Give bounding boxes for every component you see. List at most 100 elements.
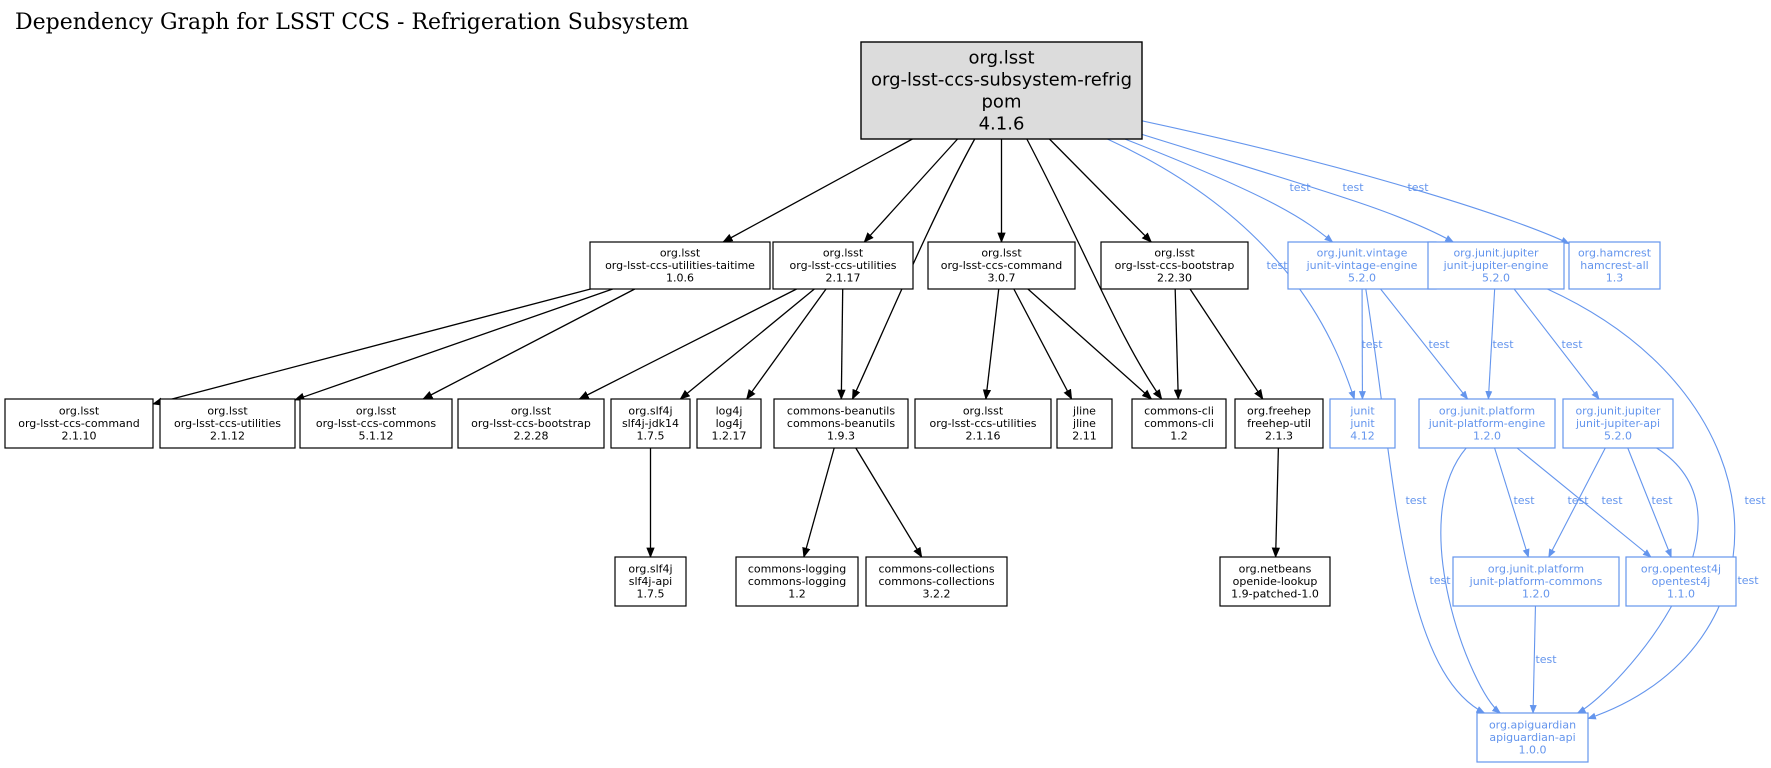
edge-label-test: test xyxy=(1737,574,1759,587)
edge-util2117-to-boot2228 xyxy=(578,288,797,400)
node-label-line: org.lsst xyxy=(823,247,864,260)
node-label-line: org-lsst-ccs-command xyxy=(941,259,1063,272)
node-box xyxy=(1562,398,1674,449)
node-label-line: org.junit.jupiter xyxy=(1575,405,1661,418)
node-label-line: apiguardian-api xyxy=(1489,731,1575,744)
node-label-line: 5.2.0 xyxy=(1348,272,1376,285)
node-collections[interactable]: commons-collectionscommons-collections3.… xyxy=(865,556,1008,607)
node-label-line: org-lsst-ccs-utilities xyxy=(930,417,1037,430)
node-box xyxy=(610,398,691,449)
node-platEngine[interactable]: org.junit.platformjunit-platform-engine1… xyxy=(1418,398,1556,449)
node-taitime[interactable]: org.lsstorg-lsst-ccs-utilities-taitime1.… xyxy=(589,241,771,290)
edge-label-test: test xyxy=(1601,494,1623,507)
node-box xyxy=(589,241,771,290)
edge-cmd307-to-cli xyxy=(1027,288,1153,400)
node-box xyxy=(927,241,1076,290)
node-label-line: org.junit.jupiter xyxy=(1453,247,1539,260)
node-label-line: junit-jupiter-engine xyxy=(1443,259,1549,272)
node-label-line: org.slf4j xyxy=(628,563,672,576)
node-label-line: 1.0.6 xyxy=(666,272,694,285)
nodes-layer: org.lsstorg-lsst-ccs-subsystem-refrigpom… xyxy=(4,41,1737,763)
edge-root-to-boot2230 xyxy=(1048,138,1153,243)
edge-taitime-to-commons5112 xyxy=(422,288,636,400)
node-label-line: jline xyxy=(1072,405,1096,418)
node-vintage[interactable]: org.junit.vintagejunit-vintage-engine5.2… xyxy=(1287,241,1437,290)
node-label-line: 2.1.12 xyxy=(210,430,245,443)
node-label-line: org.opentest4j xyxy=(1641,563,1721,576)
node-box xyxy=(860,41,1143,140)
node-label-line: junit xyxy=(1349,417,1375,430)
node-label-line: 1.2.0 xyxy=(1473,430,1501,443)
node-label-line: 2.2.30 xyxy=(1157,272,1192,285)
edge-cmd307-to-jline xyxy=(1013,288,1073,400)
node-label-line: 1.2.17 xyxy=(712,430,747,443)
node-label-line: org-lsst-ccs-subsystem-refrig xyxy=(871,70,1132,91)
edge-root-to-cli xyxy=(1026,138,1163,400)
node-platCommons[interactable]: org.junit.platformjunit-platform-commons… xyxy=(1452,556,1620,607)
node-label-line: commons-collections xyxy=(878,575,994,588)
node-box xyxy=(457,398,605,449)
node-box xyxy=(735,556,859,607)
node-label-line: org.slf4j xyxy=(628,405,672,418)
node-label-line: 1.2 xyxy=(788,588,806,601)
node-label-line: org-lsst-ccs-utilities xyxy=(790,259,897,272)
node-label-line: org.lsst xyxy=(981,247,1022,260)
edge-util2117-to-log4j xyxy=(746,288,827,400)
node-label-line: 5.1.12 xyxy=(359,430,394,443)
node-label-line: junit-platform-engine xyxy=(1428,417,1546,430)
edge-taitime-to-cmd2110 xyxy=(151,288,591,406)
edge-jupApi-to-platCommons xyxy=(1548,447,1606,558)
node-box xyxy=(773,398,909,449)
node-jupeng[interactable]: org.junit.jupiterjunit-jupiter-engine5.2… xyxy=(1427,241,1565,290)
edge-root-to-hamcrest xyxy=(1141,120,1570,245)
node-label-line: openide-lookup xyxy=(1233,575,1318,588)
node-label-line: junit-jupiter-api xyxy=(1575,417,1660,430)
edge-label-test: test xyxy=(1513,494,1535,507)
node-label-line: org.freehep xyxy=(1247,405,1311,418)
node-label-line: 4.1.6 xyxy=(979,114,1025,135)
edge-vintage-to-apiguardian xyxy=(1365,288,1486,714)
edge-platEngine-to-opentest xyxy=(1516,447,1652,558)
edge-root-to-vintage xyxy=(1124,138,1334,243)
edge-label-test: test xyxy=(1407,181,1429,194)
node-label-line: 2.1.10 xyxy=(62,430,97,443)
node-label-line: org.lsst xyxy=(511,405,552,418)
edge-label-test: test xyxy=(1342,181,1364,194)
node-label-line: log4j xyxy=(716,417,743,430)
node-label-line: slf4j-jdk14 xyxy=(622,417,679,430)
edge-freehep-to-openide xyxy=(1271,447,1281,559)
edge-label-test: test xyxy=(1561,338,1583,351)
node-openide[interactable]: org.netbeansopenide-lookup1.9-patched-1.… xyxy=(1219,556,1331,607)
node-label-line: org-lsst-ccs-bootstrap xyxy=(471,417,591,430)
edge-jupeng-to-jupApi xyxy=(1513,288,1600,400)
node-label-line: org.hamcrest xyxy=(1578,247,1652,260)
node-root[interactable]: org.lsstorg-lsst-ccs-subsystem-refrigpom… xyxy=(860,41,1143,140)
node-box xyxy=(696,398,762,449)
node-label-line: org.lsst xyxy=(963,405,1004,418)
node-label-line: commons-beanutils xyxy=(787,405,895,418)
node-box xyxy=(914,398,1052,449)
node-label-line: org.junit.vintage xyxy=(1317,247,1408,260)
